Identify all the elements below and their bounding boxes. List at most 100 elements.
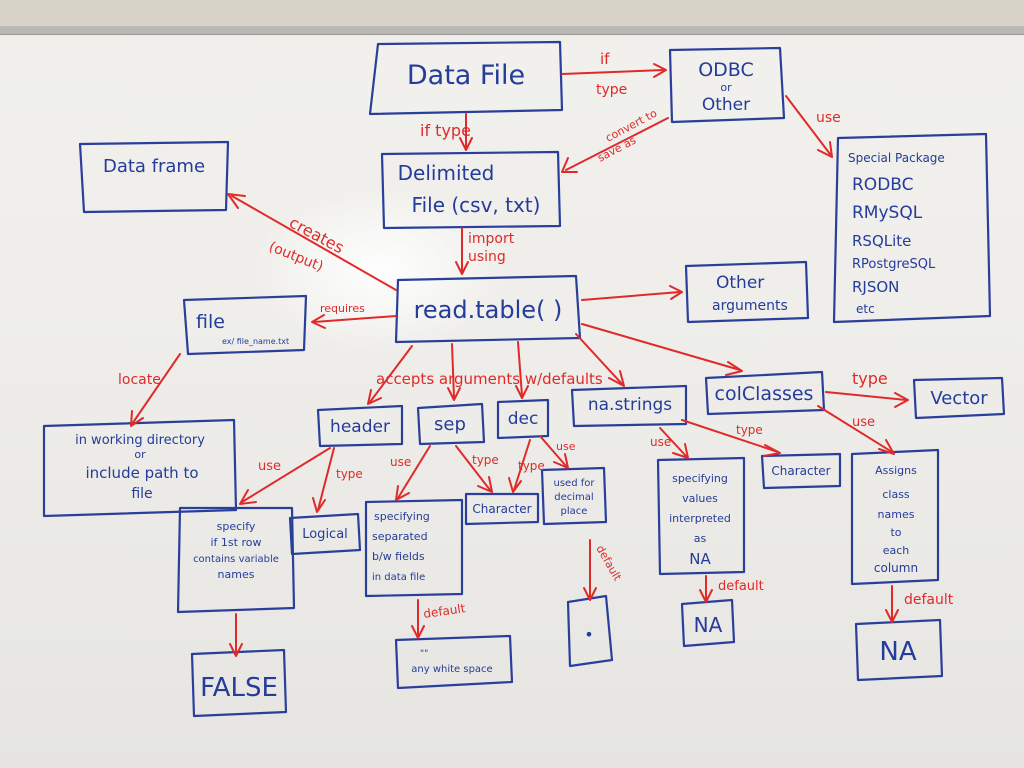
node-character-1-label: Character bbox=[472, 502, 531, 516]
node-dec: dec bbox=[496, 398, 550, 440]
edge-accepts-label: accepts arguments w/defaults bbox=[376, 370, 603, 388]
edge-use-sep-label: use bbox=[390, 455, 411, 469]
pkg-etc: etc bbox=[856, 302, 875, 316]
node-data-frame-label: Data frame bbox=[103, 156, 205, 177]
node-na-default-2: NA bbox=[854, 618, 944, 682]
specify-line-1: specify bbox=[217, 520, 256, 533]
na-desc-line-4: as bbox=[694, 532, 707, 545]
node-assigns: Assigns class names to each column bbox=[850, 448, 940, 586]
edge-if-type-label: if type bbox=[420, 121, 471, 140]
edge-type-label: type bbox=[596, 82, 627, 98]
sep-desc-line-3: b/w fields bbox=[372, 550, 425, 563]
node-data-frame: Data frame bbox=[78, 140, 230, 214]
na-desc-line-2: values bbox=[682, 492, 718, 505]
node-colclasses: colClasses bbox=[704, 370, 826, 416]
edge-default-na-label: default bbox=[718, 579, 764, 594]
edge-readtable-file: requires bbox=[311, 302, 397, 329]
node-character-1: Character bbox=[464, 492, 540, 526]
sep-desc-line-1: specifying bbox=[374, 510, 430, 523]
edge-type-logical-label: type bbox=[336, 467, 363, 481]
pkg-rpostgresql: RPostgreSQL bbox=[852, 257, 936, 272]
edge-requires-label: requires bbox=[320, 302, 365, 315]
node-odbc-label-2: or bbox=[720, 81, 732, 94]
node-odbc-label-1: ODBC bbox=[698, 59, 754, 81]
other-args-label-2: arguments bbox=[712, 298, 788, 314]
sep-desc-line-4: in data file bbox=[372, 572, 425, 583]
specify-line-2: if 1st row bbox=[211, 536, 262, 549]
na-desc-line-1: specifying bbox=[672, 472, 728, 485]
node-dec-label: dec bbox=[508, 409, 539, 429]
edge-na-children: use type bbox=[650, 419, 781, 459]
edge-file-workingdir: locate bbox=[118, 353, 181, 427]
node-na-strings: na.strings bbox=[570, 384, 688, 428]
na-desc-line-3: interpreted bbox=[669, 512, 731, 525]
edge-use-assigns-label: use bbox=[852, 415, 875, 430]
node-na-default-2-label: NA bbox=[879, 637, 916, 667]
node-read-table-label: read.table( ) bbox=[414, 296, 563, 324]
edge-readtable-dataframe: creates (output) bbox=[227, 193, 397, 291]
edge-use-dec-label: use bbox=[556, 440, 576, 453]
node-file-example: ex/ file_name.txt bbox=[222, 337, 289, 346]
node-vector: Vector bbox=[912, 376, 1006, 420]
node-odbc: ODBC or Other bbox=[668, 46, 786, 124]
node-character-2-label: Character bbox=[771, 464, 830, 478]
working-dir-line-3: include path to bbox=[85, 464, 198, 482]
used-for-line-2: decimal bbox=[554, 492, 593, 503]
pkg-rmysql: RMySQL bbox=[852, 203, 923, 223]
node-false: FALSE bbox=[190, 648, 288, 718]
na-desc-line-5: NA bbox=[689, 550, 711, 568]
node-data-file: Data File bbox=[368, 40, 564, 116]
node-na-default-1-label: NA bbox=[694, 613, 723, 637]
node-colclasses-label: colClasses bbox=[715, 383, 814, 405]
node-sep-label: sep bbox=[434, 414, 466, 435]
working-dir-line-4: file bbox=[131, 486, 152, 502]
node-used-for: used for decimal place bbox=[540, 466, 608, 526]
edge-use-header-label: use bbox=[258, 459, 281, 474]
node-specifying-sep: specifying separated b/w fields in data … bbox=[364, 498, 464, 598]
edge-default-sep-label: default bbox=[422, 601, 466, 621]
node-delimited-file: Delimited File (csv, txt) bbox=[380, 150, 562, 230]
node-odbc-label-3: Other bbox=[702, 95, 750, 115]
edge-sep-children: use type bbox=[390, 445, 499, 501]
assigns-line-1: Assigns bbox=[875, 464, 917, 477]
specify-line-3: contains variable bbox=[193, 554, 279, 565]
white-space-line-1: "" bbox=[420, 649, 428, 659]
white-space-line-2: any white space bbox=[411, 664, 492, 675]
edge-header-children: use type bbox=[239, 447, 363, 513]
used-for-line-3: place bbox=[561, 506, 588, 517]
node-header: header bbox=[316, 404, 404, 448]
pkg-rjson: RJSON bbox=[852, 278, 899, 296]
node-dot-label: • bbox=[584, 625, 593, 644]
node-working-directory: in working directory or include path to … bbox=[42, 418, 238, 518]
node-file-label: file bbox=[196, 311, 225, 333]
node-specifying-na: specifying values interpreted as NA bbox=[656, 456, 746, 576]
node-header-label: header bbox=[330, 417, 390, 437]
whiteboard-frame bbox=[0, 26, 1024, 35]
edge-colclasses-vector: type bbox=[825, 369, 909, 408]
node-dot: • bbox=[566, 594, 614, 668]
edge-dec-children: type use bbox=[508, 435, 576, 493]
pkg-rsqlite: RSQLite bbox=[852, 232, 911, 250]
edge-readtable-args: accepts arguments w/defaults bbox=[367, 323, 743, 405]
node-file: file ex/ file_name.txt bbox=[182, 294, 308, 356]
edge-datafile-odbc: if type bbox=[561, 50, 667, 98]
edge-if-label: if bbox=[600, 50, 610, 68]
node-vector-label: Vector bbox=[930, 388, 988, 409]
node-white-space: "" any white space bbox=[394, 634, 514, 690]
edge-type-char-sep-label: type bbox=[472, 453, 499, 467]
assigns-line-3: names bbox=[878, 508, 915, 521]
edge-default-col-label: default bbox=[904, 592, 954, 608]
node-delimited-label-1: Delimited bbox=[398, 161, 495, 185]
working-dir-line-2: or bbox=[134, 448, 146, 461]
edge-default-dec-label: default bbox=[593, 543, 624, 584]
edge-type-vector-label: type bbox=[852, 369, 888, 388]
edge-using-label: using bbox=[468, 249, 506, 265]
edge-import-label: import bbox=[468, 231, 515, 247]
edge-use-package-label: use bbox=[816, 110, 841, 126]
edge-locate-label: locate bbox=[118, 372, 161, 388]
node-na-strings-label: na.strings bbox=[588, 395, 672, 415]
node-data-file-label: Data File bbox=[407, 60, 525, 91]
node-character-2: Character bbox=[760, 452, 842, 490]
